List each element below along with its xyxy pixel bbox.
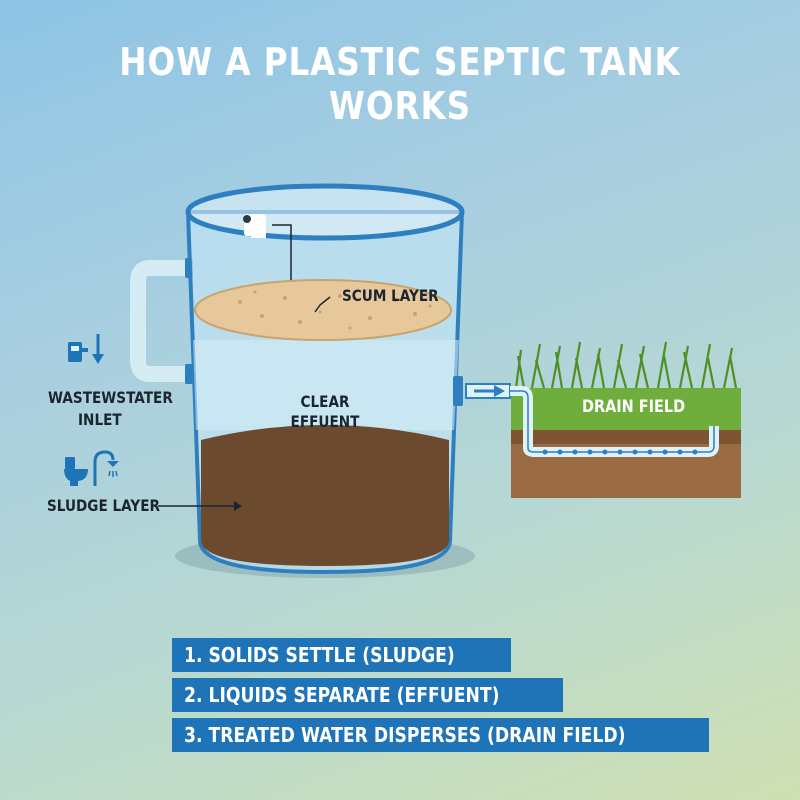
wastewater-inlet-label-line2: INLET	[78, 410, 122, 429]
toilet-paper-icon	[243, 214, 266, 238]
step-1-text: 1. SOLIDS SETTLE (SLUDGE)	[184, 643, 455, 667]
outlet-arrow-icon	[465, 383, 511, 399]
topsoil-band	[511, 430, 741, 444]
clear-effluent-label-line1: CLEAR	[300, 392, 350, 411]
sludge-layer	[201, 425, 449, 566]
scum-layer	[194, 279, 452, 341]
scum-layer-label: SCUM LAYER	[342, 286, 439, 305]
drain-perforations	[542, 449, 698, 455]
faucet-icon	[68, 342, 88, 362]
tank-rim	[185, 183, 465, 241]
shower-icon	[93, 450, 119, 486]
sludge-layer-label: SLUDGE LAYER	[47, 496, 160, 515]
clear-effluent-zone	[193, 340, 459, 430]
outlet-fitting	[453, 376, 463, 406]
sludge-pointer-head	[234, 501, 242, 511]
scum-pointer-line	[272, 224, 292, 280]
drain-field-label: DRAIN FIELD	[582, 397, 686, 417]
handle-clip-bottom	[185, 364, 193, 384]
scum-texture	[238, 290, 432, 330]
toilet-icon	[64, 457, 88, 486]
tank-handle	[130, 260, 190, 382]
drain-pipe-outline	[510, 390, 715, 453]
page-title: HOW A PLASTIC SEPTIC TANK WORKS	[119, 40, 681, 128]
down-arrow-icon	[92, 334, 104, 364]
wastewater-inlet-label-line1: WASTEWSTATER	[48, 388, 173, 407]
step-1: 1. SOLIDS SETTLE (SLUDGE)	[172, 638, 511, 672]
step-2: 2. LIQUIDS SEPARATE (EFFUENT)	[172, 678, 563, 712]
grass-strip	[511, 388, 741, 430]
step-3-text: 3. TREATED WATER DISPERSES (DRAIN FIELD)	[184, 723, 626, 747]
grass-blades	[514, 341, 738, 389]
scum-label-pointer	[314, 296, 331, 313]
step-3: 3. TREATED WATER DISPERSES (DRAIN FIELD)	[172, 718, 710, 752]
step-2-text: 2. LIQUIDS SEPARATE (EFFUENT)	[184, 683, 500, 707]
clear-effluent-label-line2: EFFUENT	[290, 412, 360, 431]
